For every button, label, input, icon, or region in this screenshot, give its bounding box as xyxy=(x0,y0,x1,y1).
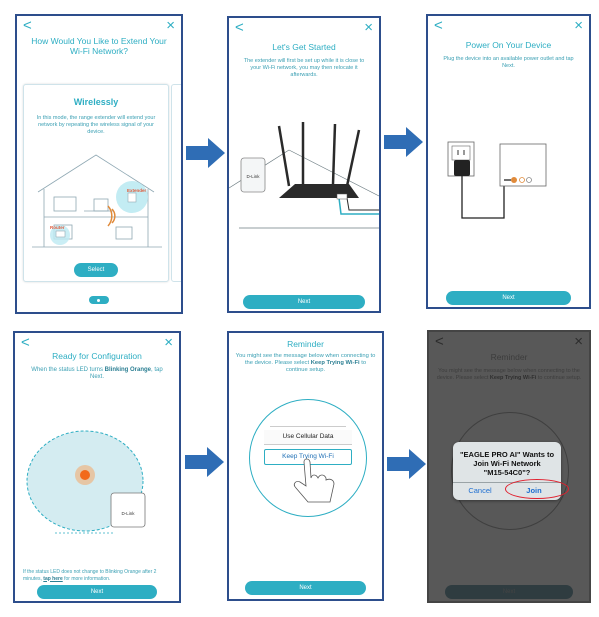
screen-ready-config: < × Ready for Configuration When the sta… xyxy=(13,331,181,603)
screen-power-on: < × Power On Your Device Plug the device… xyxy=(426,14,591,309)
join-highlight-ring xyxy=(505,479,569,499)
next-button[interactable]: Next xyxy=(243,295,365,309)
screen-title: Power On Your Device xyxy=(465,40,552,50)
screen-join-prompt: < × Reminder You might see the message b… xyxy=(427,330,591,603)
screen-extend-method: < × How Would You Like to Extend Your Wi… xyxy=(15,14,183,314)
status-led-illustration: D-Link xyxy=(26,430,146,534)
device-brand-label: D-Link xyxy=(121,511,135,516)
router-extender-illustration: D-Link xyxy=(229,122,379,229)
dialog-header-blur xyxy=(270,416,346,427)
alert-title-line1: "EAGLE PRO AI" Wants to xyxy=(459,450,555,459)
screen-title: Let's Get Started xyxy=(272,42,336,52)
back-button[interactable]: < xyxy=(435,333,444,350)
tap-here-link[interactable]: tap here xyxy=(43,575,63,582)
close-button[interactable]: × xyxy=(164,334,173,351)
description-post: , tap Next. xyxy=(89,367,163,380)
card-text: In this mode, the range extender will ex… xyxy=(36,115,156,135)
screen-reminder: Reminder You might see the message below… xyxy=(227,331,384,601)
select-button[interactable]: Select xyxy=(74,263,118,277)
alert-title-line3: "M15-54C0"? xyxy=(483,468,531,477)
screen-description: You might see the message below when con… xyxy=(435,368,583,382)
alert-cancel-button[interactable]: Cancel xyxy=(468,486,492,495)
close-button[interactable]: × xyxy=(574,17,583,34)
extender-brand-label: D-Link xyxy=(246,174,260,179)
close-button[interactable]: × xyxy=(166,17,175,34)
option-use-cellular: Use Cellular Data xyxy=(264,430,352,445)
description-bold: Keep Trying Wi-Fi xyxy=(310,360,360,366)
background-circle xyxy=(451,412,569,530)
screen-description: When the status LED turns Blinking Orang… xyxy=(27,367,167,381)
next-card-peek[interactable] xyxy=(171,84,181,282)
description-bold: Blinking Orange xyxy=(104,367,152,373)
flow-arrow-icon xyxy=(387,449,426,479)
house-illustration xyxy=(32,154,162,248)
back-button[interactable]: < xyxy=(23,17,32,34)
screen-title: Reminder xyxy=(287,339,324,349)
flow-arrow-icon xyxy=(384,127,423,157)
screen-title: How Would You Like to Extend Your Wi-Fi … xyxy=(31,36,167,56)
close-button[interactable]: × xyxy=(364,19,373,36)
power-outlet-illustration xyxy=(447,141,547,219)
router-label: Router xyxy=(50,225,65,230)
card-title: Wirelessly xyxy=(73,97,119,107)
next-button[interactable]: Next xyxy=(37,585,157,599)
next-button[interactable]: Next xyxy=(446,291,571,305)
page-indicator xyxy=(89,296,109,304)
description-bold: Keep Trying Wi-Fi xyxy=(489,375,537,381)
description-pre: You might see the message below when con… xyxy=(436,368,580,381)
extender-label: Extender xyxy=(127,188,147,193)
ios-dialog-illustration: Use Cellular Data Keep Trying Wi-Fi xyxy=(249,399,367,517)
back-button[interactable]: < xyxy=(235,19,244,36)
screen-description: The extender will first be set up while … xyxy=(243,58,365,78)
hand-pointer-icon xyxy=(293,458,335,503)
mode-card[interactable]: Wirelessly In this mode, the range exten… xyxy=(23,84,169,282)
footer-help-text: If the status LED does not change to Bli… xyxy=(23,569,171,582)
close-button[interactable]: × xyxy=(574,333,583,350)
footer-pre: If the status LED does not change to Bli… xyxy=(23,569,157,582)
page-dot xyxy=(97,298,100,302)
description-pre: You might see the message below when con… xyxy=(235,353,376,366)
back-button[interactable]: < xyxy=(21,334,30,351)
description-post: to continue setup. xyxy=(285,360,367,373)
description-post: to continue setup. xyxy=(536,375,582,381)
flow-arrow-icon xyxy=(185,447,224,477)
screen-get-started: < × Let's Get Started The extender will … xyxy=(227,16,381,313)
alert-title-line2: Join Wi-Fi Network xyxy=(473,459,541,468)
alert-divider xyxy=(453,482,561,483)
screen-title: Reminder xyxy=(490,352,528,362)
description-pre: When the status LED turns xyxy=(31,367,105,373)
footer-post: for more information. xyxy=(62,575,111,582)
screen-title: Ready for Configuration xyxy=(52,351,142,361)
screen-description: Plug the device into an available power … xyxy=(443,56,574,69)
flow-arrow-icon xyxy=(186,138,225,168)
next-button[interactable]: Next xyxy=(445,585,573,599)
next-button[interactable]: Next xyxy=(245,581,366,595)
back-button[interactable]: < xyxy=(434,17,443,34)
screen-description: You might see the message below when con… xyxy=(235,353,376,374)
